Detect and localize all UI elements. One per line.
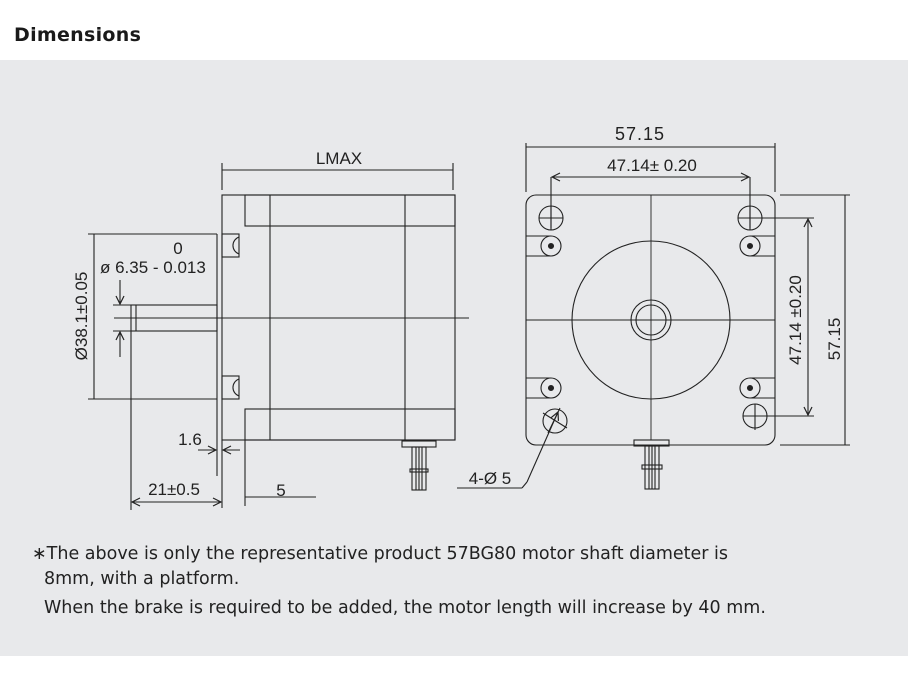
flange-thickness-label: 1.6 xyxy=(178,430,202,449)
mount-tabs xyxy=(526,235,775,399)
boss-length-label: 5 xyxy=(276,481,285,500)
hole-spacing-v-label: 47.14 ±0.20 xyxy=(786,275,805,365)
flange-diameter-label: Ø38.1±0.05 xyxy=(72,272,91,361)
notes: ∗The above is only the representative pr… xyxy=(32,542,766,621)
connector xyxy=(401,440,437,448)
shaft-tolerance-upper: 0 xyxy=(173,239,182,258)
side-view: LMAX 0 ø 6.35 - 0.013 Ø38.1±0.05 1.6 21±… xyxy=(72,149,469,510)
section-title: Dimensions xyxy=(14,24,142,46)
height-label: 57.15 xyxy=(825,318,844,361)
width-label: 57.15 xyxy=(615,124,665,144)
hole-spacing-h-label: 47.14± 0.20 xyxy=(607,156,697,175)
drawing-panel xyxy=(0,60,908,656)
note-bullet: ∗ xyxy=(32,544,47,564)
shaft-diameter-label: ø 6.35 - 0.013 xyxy=(100,258,206,277)
note-line-1: The above is only the representative pro… xyxy=(46,544,729,564)
lmax-label: LMAX xyxy=(316,149,362,168)
holes-label: 4-Ø 5 xyxy=(469,469,512,488)
shaft-length-label: 21±0.5 xyxy=(148,480,200,499)
front-view: 57.15 47.14± 0.20 47.14 ±0.20 57.15 4-Ø … xyxy=(457,124,850,490)
note-line-3: When the brake is required to be added, … xyxy=(44,598,766,618)
note-line-2: 8mm, with a platform. xyxy=(44,569,240,589)
